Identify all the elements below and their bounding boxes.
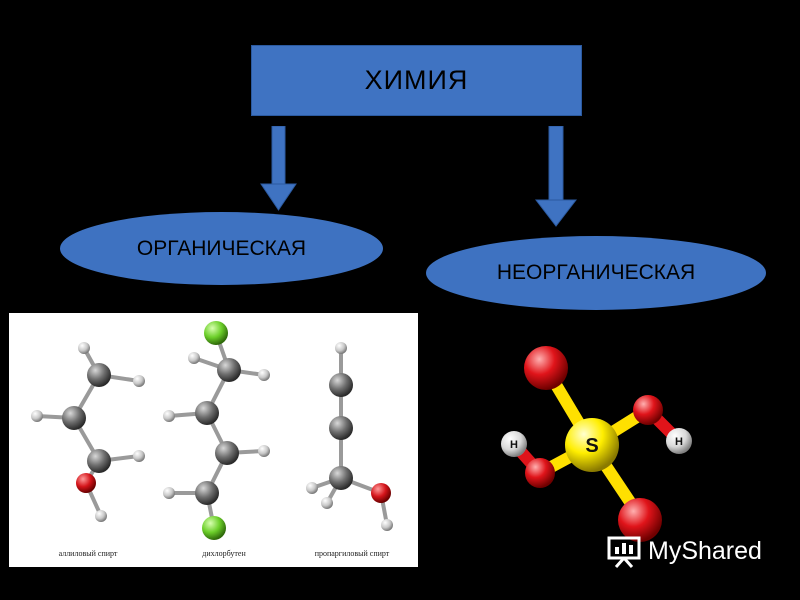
hydrogen-atom-left bbox=[501, 431, 527, 457]
caption-dichlorobutene: дихлорбутен bbox=[202, 549, 246, 558]
caption-propargyl-alcohol: пропаргиловый спирт bbox=[314, 549, 390, 558]
oxygen-atom-bottom bbox=[618, 498, 662, 542]
hydrogen-label-left: H bbox=[510, 439, 518, 451]
oxygen-atom-left bbox=[525, 458, 555, 488]
presentation-board-icon bbox=[607, 536, 641, 568]
propargyl-alcohol-atoms bbox=[306, 342, 393, 531]
caption-allyl-alcohol: аллиловый спирт bbox=[58, 549, 118, 558]
sulfuric-acid-molecule: S H H bbox=[501, 346, 692, 542]
watermark-text: MyShared bbox=[648, 536, 762, 565]
oxygen-atom-right bbox=[633, 395, 663, 425]
sulfur-label: S bbox=[585, 435, 598, 457]
sulfur-atom bbox=[565, 418, 619, 472]
dichlorobutene-atoms bbox=[163, 321, 270, 540]
hydrogen-label-right: H bbox=[675, 436, 683, 448]
title-text: ХИМИЯ bbox=[364, 65, 469, 95]
organic-label: ОРГАНИЧЕСКАЯ bbox=[136, 236, 307, 260]
title-box: ХИМИЯ bbox=[251, 45, 582, 116]
inorganic-branch: НЕОРГАНИЧЕСКАЯ bbox=[426, 236, 766, 310]
left-arrow-icon bbox=[260, 126, 297, 211]
organic-branch: ОРГАНИЧЕСКАЯ bbox=[60, 212, 383, 285]
right-arrow-icon bbox=[534, 126, 578, 227]
organic-molecules-image: аллиловый спирт дихлорбутен пропаргиловы… bbox=[9, 313, 418, 567]
oxygen-atom-top bbox=[524, 346, 568, 390]
inorganic-label: НЕОРГАНИЧЕСКАЯ bbox=[496, 261, 696, 284]
allyl-alcohol-atoms bbox=[31, 342, 145, 522]
hydrogen-atom-right bbox=[666, 428, 692, 454]
watermark: MyShared bbox=[606, 533, 762, 569]
